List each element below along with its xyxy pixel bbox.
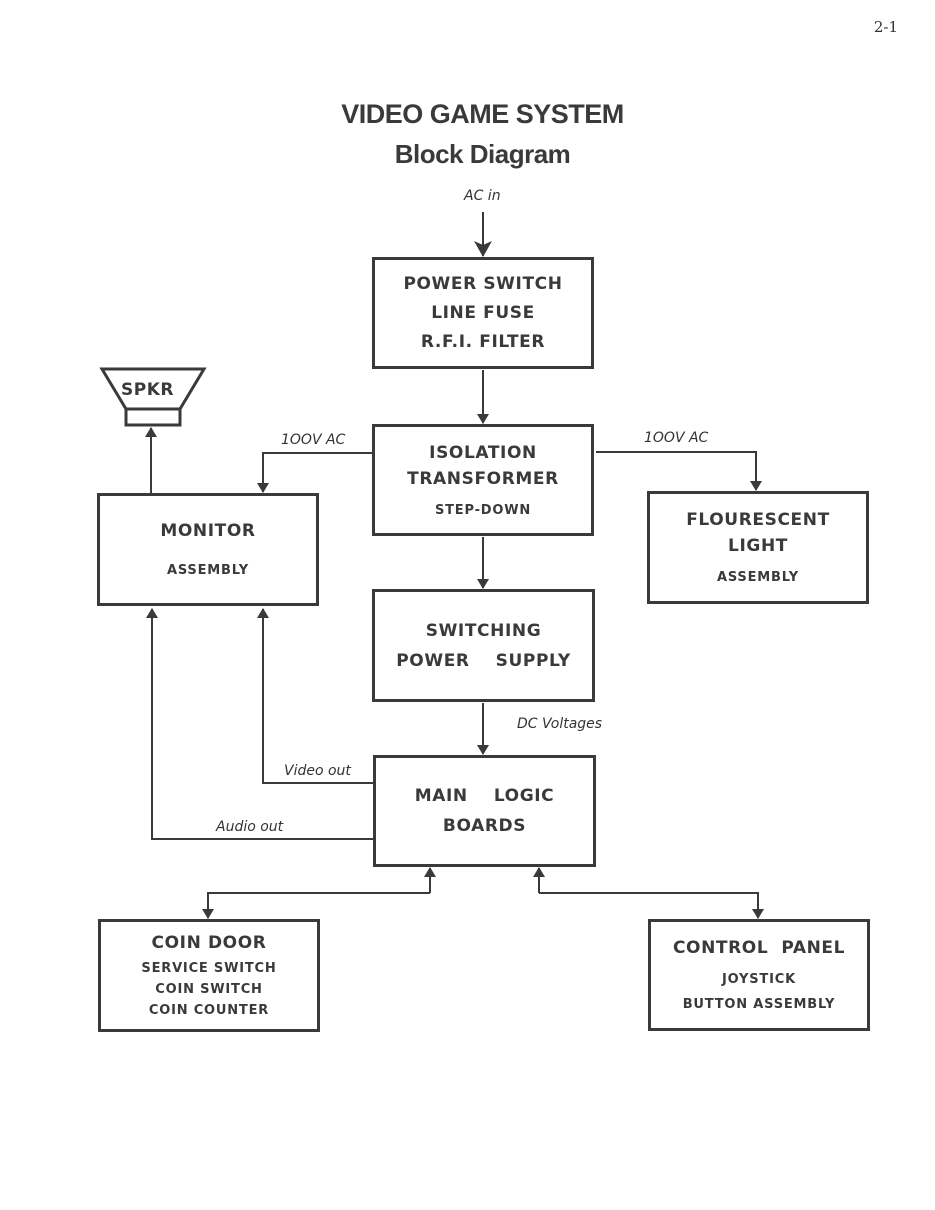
coin-item-3: COIN COUNTER xyxy=(148,1003,270,1018)
logic-to-coin-arrow xyxy=(202,892,430,919)
control-item-1: JOYSTICK xyxy=(722,972,796,987)
power-line-1: POWER SWITCH xyxy=(403,274,563,294)
ac-in-label: AC in xyxy=(464,188,501,204)
isolation-title-2: TRANSFORMER xyxy=(407,468,559,489)
control-title: CONTROL PANEL xyxy=(672,938,846,958)
isolation-title-1: ISOLATION xyxy=(429,442,537,463)
coin-door-block: COIN DOOR SERVICE SWITCH COIN SWITCH COI… xyxy=(98,919,320,1032)
page-number: 2-1 xyxy=(873,18,898,36)
light-title-2: LIGHT xyxy=(728,536,788,556)
speaker-label: SPKR xyxy=(121,380,174,400)
diagram-title: VIDEO GAME SYSTEM xyxy=(341,99,624,129)
logic-line-1: MAIN LOGIC xyxy=(414,786,555,806)
audio-out-label: Audio out xyxy=(216,819,284,835)
video-out-label: Video out xyxy=(284,763,351,779)
video-out-arrow xyxy=(257,608,373,784)
control-item-2: BUTTON ASSEMBLY xyxy=(682,997,836,1012)
psu-line-1: SWITCHING xyxy=(425,620,542,641)
power-line-3: R.F.I. FILTER xyxy=(420,332,546,352)
ac-left-label: 1OOV AC xyxy=(281,432,346,448)
ac-right-label: 1OOV AC xyxy=(644,430,709,446)
audio-out-arrow xyxy=(146,608,373,840)
logic-to-control-arrow xyxy=(539,892,764,919)
coin-title: COIN DOOR xyxy=(151,933,267,953)
switching-power-supply-block: SWITCHING POWER SUPPLY xyxy=(372,589,595,702)
isolation-sub: STEP-DOWN xyxy=(434,502,532,518)
isolation-to-light-arrow xyxy=(596,451,762,491)
isolation-transformer-block: ISOLATION TRANSFORMER STEP-DOWN xyxy=(372,424,594,536)
coin-item-2: COIN SWITCH xyxy=(155,982,263,997)
main-logic-boards-block: MAIN LOGIC BOARDS xyxy=(373,755,596,867)
monitor-sub: ASSEMBLY xyxy=(166,563,249,578)
psu-line-2: POWER SUPPLY xyxy=(396,650,571,671)
isolation-to-monitor-arrow xyxy=(257,452,372,493)
control-panel-block: CONTROL PANEL JOYSTICK BUTTON ASSEMBLY xyxy=(648,919,870,1031)
diagram-subtitle: Block Diagram xyxy=(394,139,571,169)
power-switch-block: POWER SWITCH LINE FUSE R.F.I. FILTER xyxy=(372,257,594,369)
power-line-2: LINE FUSE xyxy=(431,303,535,323)
coin-item-1: SERVICE SWITCH xyxy=(141,961,277,976)
monitor-title: MONITOR xyxy=(160,521,256,541)
light-title-1: FLOURESCENT xyxy=(686,510,830,530)
flourescent-light-block: FLOURESCENT LIGHT ASSEMBLY xyxy=(647,491,869,604)
monitor-block: MONITOR ASSEMBLY xyxy=(97,493,319,606)
light-sub: ASSEMBLY xyxy=(716,570,799,585)
logic-line-2: BOARDS xyxy=(442,816,527,836)
speaker-icon xyxy=(99,367,207,427)
dc-voltages-label: DC Voltages xyxy=(517,716,603,732)
